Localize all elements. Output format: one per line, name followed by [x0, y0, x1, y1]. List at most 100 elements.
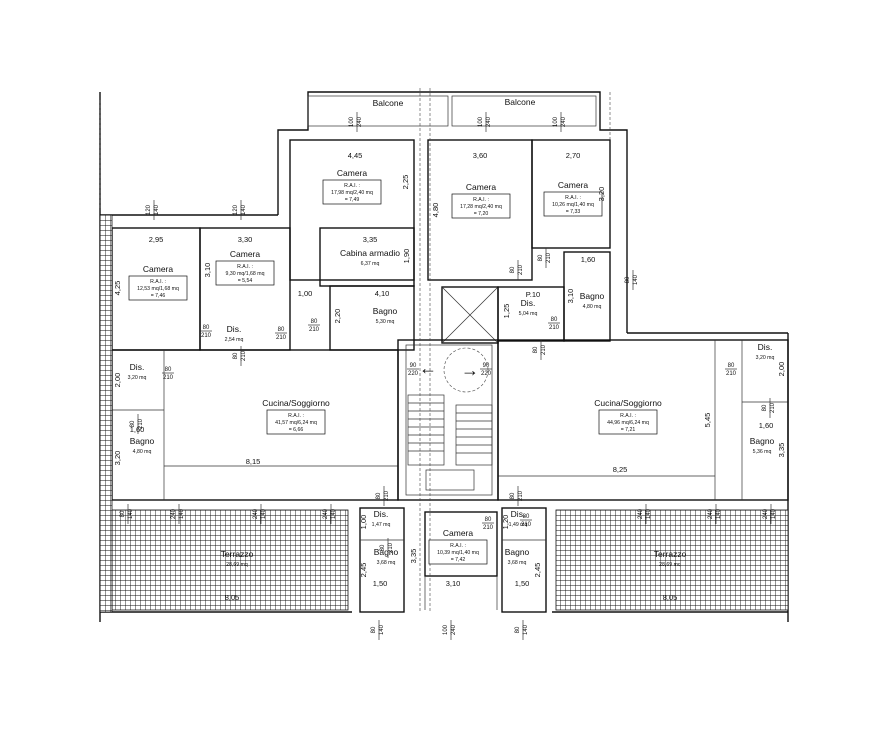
dim-label: 5,45	[703, 413, 712, 428]
svg-text:100: 100	[443, 624, 449, 635]
rai-line: R.A.I. :	[288, 413, 304, 419]
svg-text:210: 210	[726, 371, 737, 377]
rai-line: 12,53 mq/1,68 mq	[137, 286, 179, 292]
dim-label: 2,25	[401, 175, 410, 190]
svg-text:240: 240	[638, 508, 644, 519]
room-name-bagno-right-low: Bagno	[750, 436, 775, 446]
arrow-right-icon: →	[461, 360, 479, 380]
room-name-camera-left-2: Camera	[230, 249, 261, 259]
dim-label: 1,60	[130, 425, 145, 434]
svg-text:80: 80	[510, 492, 516, 499]
room-area-dis-center-right: 5,04 mq	[519, 311, 538, 317]
svg-text:90: 90	[483, 363, 490, 369]
svg-text:80: 80	[533, 346, 539, 353]
dim-label: 3,35	[363, 235, 378, 244]
svg-text:120: 120	[146, 204, 152, 215]
dim-label: 3,60	[473, 151, 488, 160]
svg-text:140: 140	[154, 204, 160, 215]
svg-text:140: 140	[331, 508, 337, 519]
dim-label: 2,20	[333, 309, 342, 324]
svg-text:220: 220	[408, 371, 419, 377]
dim-label: 3,35	[777, 443, 786, 458]
svg-text:80: 80	[551, 317, 558, 323]
dim-label: 3,35	[409, 549, 418, 564]
svg-text:120: 120	[233, 204, 239, 215]
room-area-bagno-bottom-2: 3,68 mq	[508, 560, 527, 566]
rai-box	[266, 409, 326, 435]
rai-line: = 6,66	[289, 427, 304, 433]
dim-label: 2,70	[566, 151, 581, 160]
svg-text:210: 210	[541, 344, 547, 355]
svg-text:80: 80	[485, 517, 492, 523]
svg-text:80: 80	[625, 276, 631, 283]
svg-text:220: 220	[481, 371, 492, 377]
room-area-bagno-bottom-1: 3,68 mq	[377, 560, 396, 566]
rai-line: = 7,20	[474, 211, 489, 217]
room-area-bagno-left-low: 4,80 mq	[133, 449, 152, 455]
svg-text:140: 140	[716, 508, 722, 519]
rai-line: R.A.I. :	[450, 543, 466, 549]
rai-line: = 7,46	[151, 293, 166, 299]
room-name-camera-left-1: Camera	[143, 264, 174, 274]
rai-line: 17,28 mq/2,40 mq	[460, 204, 502, 210]
dim-label: 8,05	[225, 593, 240, 602]
svg-text:140: 140	[646, 508, 652, 519]
dim-label: 4,10	[375, 289, 390, 298]
left-terrace-strip	[99, 214, 113, 613]
terrazzo-left-area	[111, 509, 349, 611]
balcone-left-label: Balcone	[373, 98, 404, 108]
dim-label: 3,10	[203, 263, 212, 278]
rai-line: 44,96 mq/6,24 mq	[607, 420, 649, 426]
svg-text:100: 100	[349, 116, 355, 127]
rai-box	[598, 409, 658, 435]
svg-text:210: 210	[549, 325, 560, 331]
room-area-bagno-center: 5,30 mq	[376, 319, 395, 325]
svg-text:210: 210	[770, 402, 776, 413]
svg-text:80: 80	[728, 363, 735, 369]
svg-text:210: 210	[546, 252, 552, 263]
dim-label: 1,25	[502, 304, 511, 319]
svg-text:90: 90	[410, 363, 417, 369]
svg-text:210: 210	[518, 490, 524, 501]
svg-text:80: 80	[278, 327, 285, 333]
dim-label: 2,95	[149, 235, 164, 244]
svg-text:140: 140	[179, 508, 185, 519]
svg-text:80: 80	[510, 266, 516, 273]
dim-label: 8,15	[246, 457, 261, 466]
rai-box	[543, 191, 603, 217]
room-name-dis-center-right: Dis.	[521, 298, 536, 308]
rai-line: = 7,21	[621, 427, 636, 433]
dim-label: 2,45	[533, 563, 542, 578]
svg-text:210: 210	[309, 327, 320, 333]
rai-line: R.A.I. :	[473, 197, 489, 203]
svg-text:100: 100	[478, 116, 484, 127]
walls	[99, 88, 789, 622]
rai-box	[428, 539, 488, 565]
room-name-bagno-bottom-1: Bagno	[374, 547, 399, 557]
room-name-dis-left: Dis.	[227, 324, 242, 334]
rai-box	[215, 260, 275, 286]
rai-line: R.A.I. :	[344, 183, 360, 189]
rai-line: R.A.I. :	[565, 195, 581, 201]
svg-text:240: 240	[486, 116, 492, 127]
dim-label: 1,20	[501, 515, 510, 530]
room-name-bagno-center: Bagno	[373, 306, 398, 316]
rai-line: R.A.I. :	[620, 413, 636, 419]
rai-line: R.A.I. :	[237, 264, 253, 270]
svg-text:210: 210	[384, 490, 390, 501]
svg-text:210: 210	[201, 333, 212, 339]
rai-line: 10,39 mq/1,40 mq	[437, 550, 479, 556]
svg-text:80: 80	[762, 404, 768, 411]
